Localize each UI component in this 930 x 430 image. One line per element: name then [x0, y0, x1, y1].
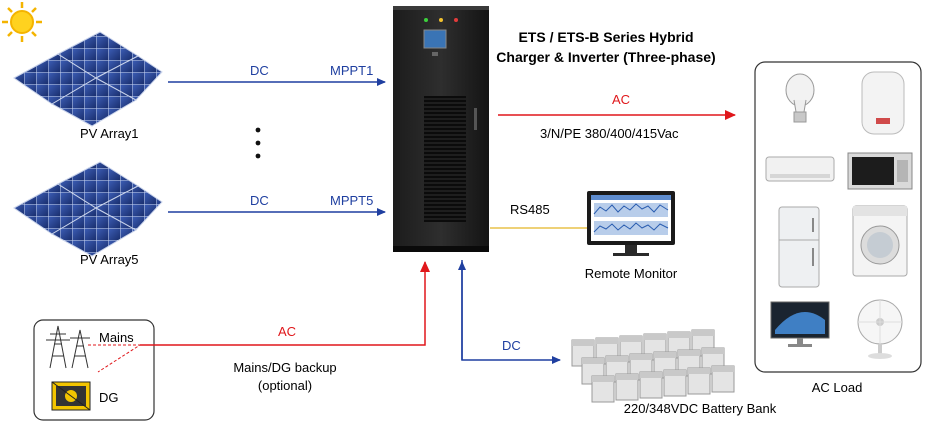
dc-label-1: DC	[250, 63, 269, 78]
ac-load-label: AC Load	[812, 380, 863, 395]
inverter-cabinet	[393, 6, 489, 252]
monitor-icon	[587, 191, 675, 256]
door-handle	[474, 108, 477, 130]
ac-output-spec: 3/N/PE 380/400/415Vac	[540, 126, 679, 141]
battery-icon	[571, 329, 735, 403]
ac-input-line	[140, 261, 430, 346]
solar-panel-icon	[13, 161, 163, 257]
lcd-screen	[423, 29, 447, 49]
fan-icon	[857, 299, 903, 359]
washing-machine-icon	[852, 205, 908, 277]
title-line2: Charger & Inverter (Three-phase)	[496, 49, 715, 65]
generator-icon	[51, 381, 91, 411]
battery-label: 220/348VDC Battery Bank	[624, 401, 777, 416]
mppt1-label: MPPT1	[330, 63, 373, 78]
backup-optional-label: (optional)	[258, 378, 312, 393]
dc-label-5: DC	[250, 193, 269, 208]
remote-monitor-label: Remote Monitor	[585, 266, 678, 281]
ellipsis-dots	[255, 127, 261, 159]
water-heater-icon	[861, 71, 905, 135]
air-conditioner-icon	[765, 156, 835, 182]
ac-load-box	[754, 61, 922, 373]
bulb-icon	[785, 73, 815, 123]
title-line1: ETS / ETS-B Series Hybrid	[518, 29, 693, 45]
fridge-icon	[778, 206, 820, 288]
backup-label: Mains/DG backup	[233, 360, 336, 375]
mains-label: Mains	[99, 330, 134, 345]
dc-battery-label: DC	[502, 338, 521, 353]
microwave-icon	[847, 152, 913, 190]
sun-icon	[2, 2, 42, 42]
solar-panel-icon	[13, 31, 163, 127]
dg-label: DG	[99, 390, 119, 405]
rs485-label: RS485	[510, 202, 550, 217]
ac-input-label: AC	[278, 324, 296, 339]
ac-output-label: AC	[612, 92, 630, 107]
pv-array5-label: PV Array5	[80, 252, 139, 267]
vent-grille	[424, 96, 466, 222]
mppt5-label: MPPT5	[330, 193, 373, 208]
pylon-icon	[46, 325, 90, 369]
pv-array1-label: PV Array1	[80, 126, 139, 141]
tv-icon	[770, 301, 830, 347]
